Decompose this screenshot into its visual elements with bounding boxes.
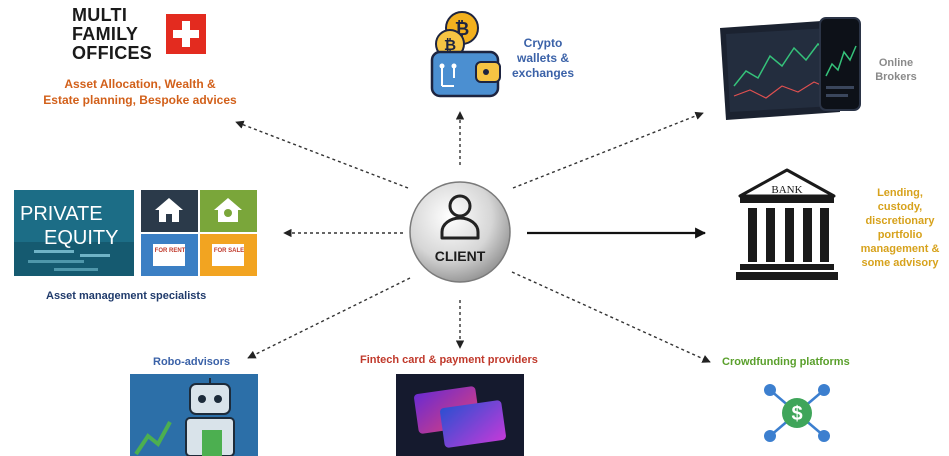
robot-icon: [185, 378, 235, 456]
crypto-label: Crypto wallets & exchanges: [507, 36, 579, 81]
family-offices-description: Asset Allocation, Wealth & Estate planni…: [30, 76, 250, 108]
real-estate-image: [141, 190, 257, 276]
private-equity-image: PRIVATE EQUITY: [14, 190, 134, 276]
bank-description: Lending, custody, discretionary portfoli…: [852, 186, 948, 270]
bank-description-line: management &: [860, 243, 940, 255]
crypto-label-line: wallets &: [516, 51, 570, 65]
swiss-flag-icon: [166, 14, 206, 54]
family-offices-description-line: Asset Allocation, Wealth &: [64, 77, 216, 91]
arrow-to-robo-advisors: [247, 277, 411, 359]
svg-text:₿: ₿: [444, 36, 456, 54]
crowdfunding-network-icon: $: [764, 384, 830, 442]
person-icon: [440, 194, 480, 240]
arrow-to-family-offices: [235, 120, 409, 189]
robo-advisors-label: Robo-advisors: [153, 356, 231, 368]
crypto-label-line: Crypto: [523, 36, 563, 50]
asset-management-label: Asset management specialists: [46, 290, 207, 302]
bank-description-line: discretionary: [865, 215, 935, 227]
trading-platform-image: [720, 17, 861, 120]
pe-word: PRIVATE: [20, 203, 103, 225]
bank-description-line: custody,: [877, 201, 923, 213]
bank-sign: BANK: [771, 184, 803, 196]
crypto-wallet-icon: ₿ ₿: [430, 11, 501, 98]
for-rent-card: FOR RENT: [154, 248, 186, 254]
pe-word: EQUITY: [44, 227, 118, 249]
family-offices-title-line: FAMILY: [72, 24, 139, 44]
client-node: [409, 181, 511, 283]
payment-cards-image: [396, 374, 524, 456]
arrow-to-crowdfunding: [511, 271, 711, 363]
arrow-to-brokers: [512, 111, 704, 189]
for-sale-card: FOR SALE: [213, 248, 245, 254]
crypto-label-line: exchanges: [511, 66, 575, 80]
dollar-icon: $: [791, 403, 802, 425]
bank-building-icon: [736, 168, 838, 280]
family-offices-title-line: MULTI: [72, 5, 128, 25]
client-label: CLIENT: [434, 248, 486, 264]
house-icon: [214, 198, 242, 222]
crowdfunding-label: Crowdfunding platforms: [722, 356, 850, 368]
family-offices-title-line: OFFICES: [72, 43, 153, 63]
online-brokers-label-line: Brokers: [875, 71, 917, 83]
bank-description-line: portfolio: [877, 229, 923, 241]
family-offices-description-line: Estate planning, Bespoke advices: [43, 93, 237, 107]
house-icon: [155, 198, 183, 222]
online-brokers-label-line: Online: [878, 57, 914, 69]
online-brokers-label: Online Brokers: [868, 56, 924, 84]
growth-chart-icon: [134, 421, 172, 456]
family-offices-title: MULTI FAMILY OFFICES: [72, 6, 152, 63]
fintech-label: Fintech card & payment providers: [360, 354, 538, 366]
bank-description-line: some advisory: [861, 257, 939, 269]
robo-advisor-image: [130, 374, 258, 456]
bank-description-line: Lending,: [877, 187, 923, 199]
